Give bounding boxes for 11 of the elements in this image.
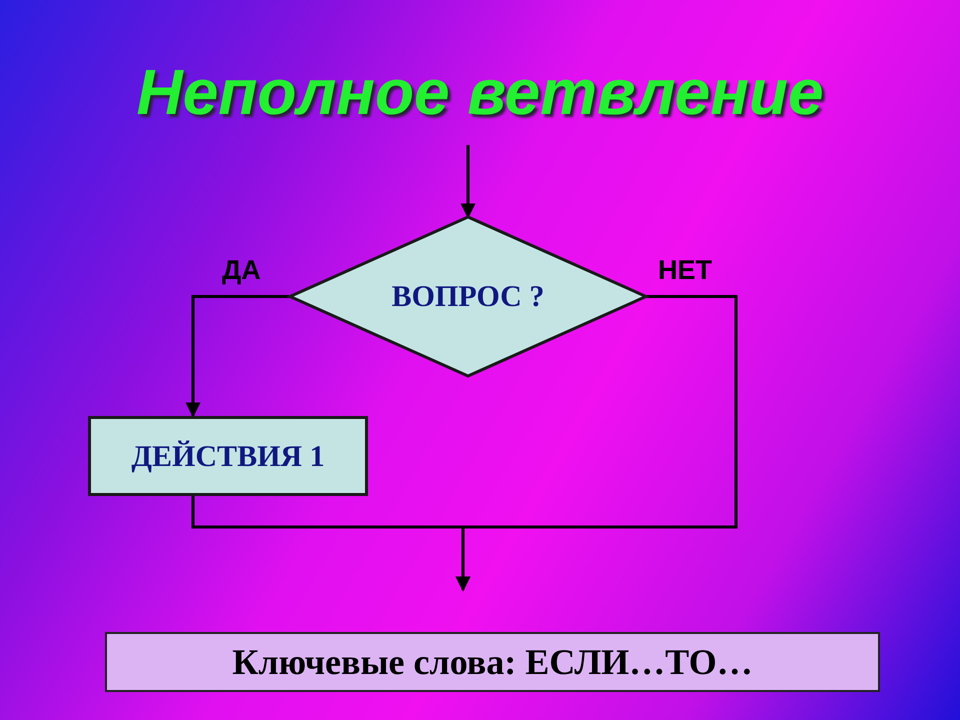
node-text: ВОПРОС ? bbox=[390, 279, 546, 315]
process-box bbox=[88, 416, 368, 496]
edge-label: НЕТ bbox=[658, 254, 712, 286]
arrow bbox=[192, 496, 470, 592]
arrow bbox=[460, 145, 476, 218]
node-text: Ключевые слова: ЕСЛИ…ТО… bbox=[232, 641, 753, 684]
arrow bbox=[186, 295, 290, 418]
note-box bbox=[105, 632, 880, 692]
edge-label: ДА bbox=[222, 254, 261, 286]
node-text: ДЕЙСТВИЯ 1 bbox=[131, 438, 325, 474]
title: Неполное ветвление bbox=[135, 55, 825, 129]
